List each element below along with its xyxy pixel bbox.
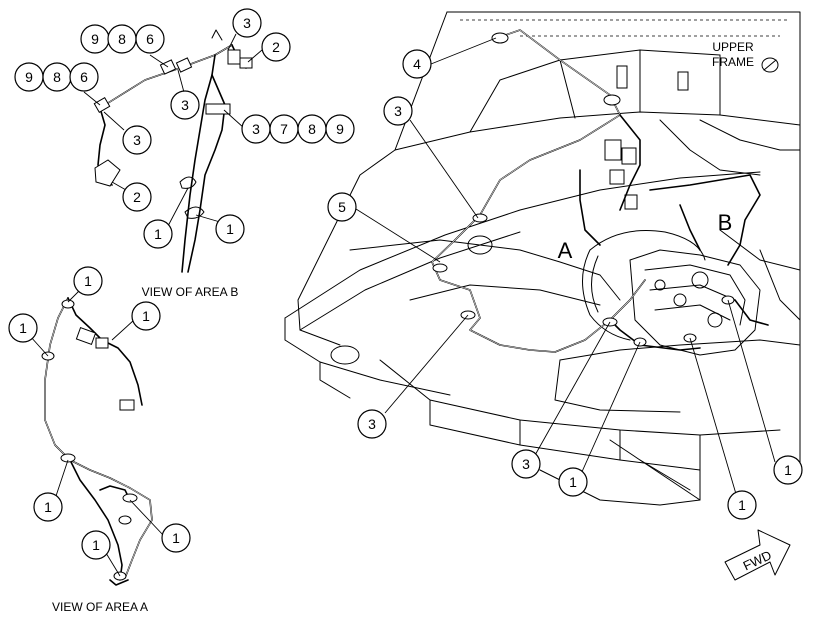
fwd-label: FWD bbox=[741, 547, 774, 573]
area-a-label: A bbox=[558, 238, 573, 263]
callout-number: 5 bbox=[338, 199, 346, 215]
callout-bubble: 2 bbox=[122, 182, 152, 212]
callout-number: 1 bbox=[784, 462, 792, 478]
upper-frame-label-line2: FRAME bbox=[712, 55, 754, 69]
callout-bubble: 8 bbox=[42, 62, 72, 92]
callout-number: 3 bbox=[181, 97, 189, 113]
callout-number: 9 bbox=[336, 121, 344, 137]
callout-number: 7 bbox=[280, 121, 288, 137]
callout-bubble: 6 bbox=[135, 24, 165, 54]
main-harness bbox=[431, 29, 769, 353]
callout-number: 6 bbox=[146, 31, 154, 47]
callout-number: 1 bbox=[154, 226, 162, 242]
callout-number: 6 bbox=[80, 69, 88, 85]
view-area-b-title: VIEW OF AREA B bbox=[142, 285, 239, 299]
callout-number: 3 bbox=[243, 15, 251, 31]
callout-number: 9 bbox=[91, 31, 99, 47]
callout-number: 8 bbox=[118, 31, 126, 47]
callout-bubble: 6 bbox=[69, 62, 99, 92]
callout-bubble: 1 bbox=[773, 455, 803, 485]
callout-bubble: 3 bbox=[383, 96, 413, 126]
callout-bubble: 8 bbox=[297, 114, 327, 144]
callout-number: 1 bbox=[19, 320, 27, 336]
callout-bubble: 1 bbox=[558, 467, 588, 497]
callout-bubble: 1 bbox=[131, 301, 161, 331]
callout-number: 9 bbox=[25, 69, 33, 85]
callout-bubble: 1 bbox=[727, 490, 757, 520]
fwd-arrow: FWD bbox=[724, 529, 791, 581]
callout-number: 1 bbox=[142, 308, 150, 324]
callout-number: 1 bbox=[172, 530, 180, 546]
area-a-view bbox=[41, 297, 153, 586]
callout-bubble: 3 bbox=[241, 114, 271, 144]
callout-bubble: 3 bbox=[357, 409, 387, 439]
callout-number: 3 bbox=[522, 456, 530, 472]
callout-number: 8 bbox=[308, 121, 316, 137]
callout-bubble: 3 bbox=[170, 90, 200, 120]
callout-number: 1 bbox=[92, 537, 100, 553]
callout-bubble: 9 bbox=[325, 114, 355, 144]
upper-frame-label-line1: UPPER bbox=[712, 40, 754, 54]
callout-bubble: 1 bbox=[73, 266, 103, 296]
callout-bubble: 3 bbox=[232, 8, 262, 38]
area-b-leader-lines bbox=[83, 33, 263, 227]
callout-number: 1 bbox=[569, 474, 577, 490]
area-b-label: B bbox=[718, 210, 733, 235]
callout-bubble: 2 bbox=[261, 32, 291, 62]
callout-bubble: 9 bbox=[14, 62, 44, 92]
callout-bubble: 3 bbox=[122, 125, 152, 155]
callout-bubble: 1 bbox=[143, 219, 173, 249]
callout-bubble: 7 bbox=[269, 114, 299, 144]
callout-number: 3 bbox=[368, 416, 376, 432]
callout-number: 8 bbox=[53, 69, 61, 85]
callout-bubble: 1 bbox=[215, 214, 245, 244]
callout-number: 2 bbox=[272, 39, 280, 55]
callout-bubble: 1 bbox=[8, 313, 38, 343]
callout-number: 1 bbox=[226, 221, 234, 237]
upper-frame-drawing bbox=[284, 11, 801, 506]
callout-number: 1 bbox=[738, 497, 746, 513]
main-labels: UPPER FRAME A B bbox=[558, 40, 754, 263]
callout-number: 4 bbox=[413, 56, 421, 72]
callout-bubble: 1 bbox=[81, 530, 111, 560]
callout-number: 3 bbox=[252, 121, 260, 137]
callout-number: 3 bbox=[133, 132, 141, 148]
main-leader-lines bbox=[355, 37, 776, 495]
callout-bubble: 1 bbox=[33, 492, 63, 522]
callout-bubble: 3 bbox=[511, 449, 541, 479]
callout-bubble: 8 bbox=[107, 24, 137, 54]
callout-number: 2 bbox=[133, 189, 141, 205]
callout-bubble: 9 bbox=[80, 24, 110, 54]
area-b-view bbox=[93, 29, 253, 273]
callout-number: 1 bbox=[44, 499, 52, 515]
area-a-leader-lines bbox=[29, 289, 165, 577]
callout-number: 3 bbox=[394, 103, 402, 119]
callout-bubble: 4 bbox=[402, 49, 432, 79]
callout-bubble: 1 bbox=[161, 523, 191, 553]
callout-bubble: 5 bbox=[327, 192, 357, 222]
view-area-a-title: VIEW OF AREA A bbox=[52, 600, 148, 614]
callout-number: 1 bbox=[84, 273, 92, 289]
